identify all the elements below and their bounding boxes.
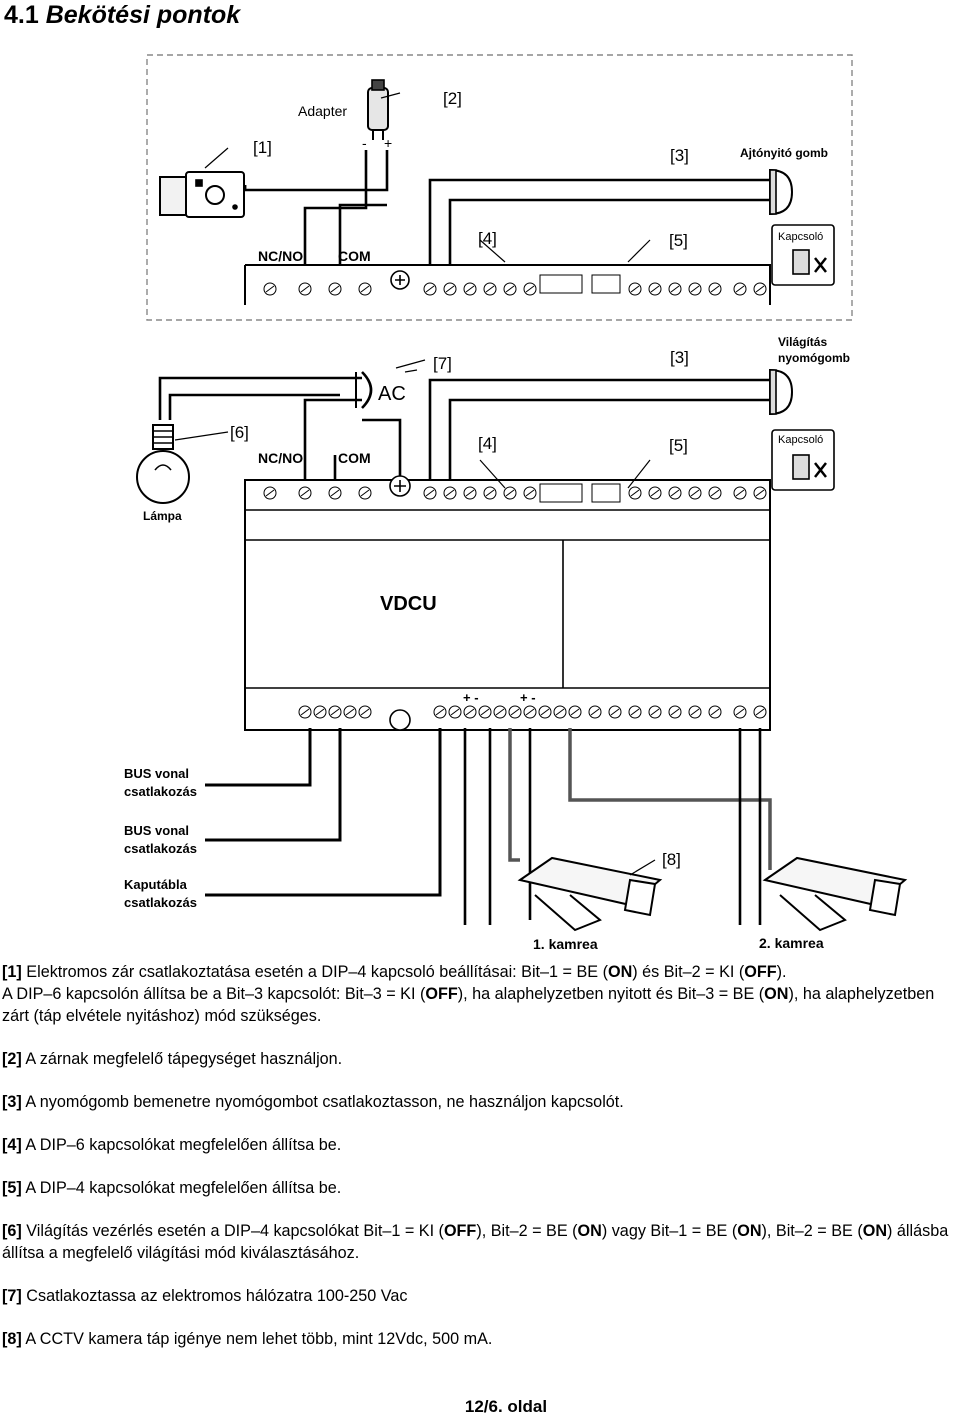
- note-4: [4] A DIP–6 kapcsolókat megfelelően állí…: [2, 1136, 342, 1154]
- terminal-row-bottom: [298, 705, 767, 719]
- switch-box-bottom: [771, 429, 835, 491]
- minus-label: -: [362, 135, 367, 151]
- note-7: [7] Csatlakoztassa az elektromos hálózat…: [2, 1287, 408, 1305]
- bus2-label-1: BUS vonal: [124, 823, 189, 838]
- lamp-label: Lámpa: [143, 509, 182, 523]
- section-number: 4.1: [4, 1, 39, 29]
- note-8: [8] A CCTV kamera táp igénye nem lehet t…: [2, 1330, 493, 1348]
- com-label-bottom: COM: [338, 450, 371, 466]
- door-button-icon: [769, 168, 794, 216]
- nc-no-label-top: NC/NO: [258, 248, 303, 264]
- adapter-icon: [367, 79, 389, 140]
- light-button-icon: [769, 368, 794, 416]
- ac-label: AC: [378, 383, 406, 405]
- note-3: [3] A nyomógomb bemenetre nyomógombot cs…: [2, 1093, 624, 1111]
- note-6: [6] Világítás vezérlés esetén a DIP–4 ka…: [2, 1222, 949, 1262]
- ref-2-label: [2]: [443, 89, 462, 108]
- gate-label-1: Kaputábla: [124, 877, 188, 892]
- lamp-icon: [136, 424, 190, 504]
- ref-7-label: [7]: [433, 354, 452, 373]
- vdcu-unit: [244, 475, 771, 731]
- bus1-label-1: BUS vonal: [124, 766, 189, 781]
- ref-6-label: [6]: [230, 423, 249, 442]
- vdcu-label: VDCU: [380, 593, 437, 615]
- ref-5-label-top: [5]: [669, 231, 688, 250]
- door-button-label: Ajtónyitó gomb: [740, 146, 828, 160]
- note-5: [5] A DIP–4 kapcsolókat megfelelően állí…: [2, 1179, 342, 1197]
- notes-section: [1] Elektromos zár csatlakoztatása eseté…: [2, 961, 958, 1350]
- switch-label-top: Kapcsoló: [778, 231, 823, 243]
- light-button-label-1: Világítás: [778, 335, 827, 349]
- terminal-row-top: [263, 282, 767, 296]
- ref-8-label: [8]: [662, 850, 681, 869]
- plus-minus-label-2: + -: [520, 690, 536, 705]
- plus-label: +: [384, 135, 392, 151]
- switch-box-top: [771, 224, 835, 286]
- gate-label-2: csatlakozás: [124, 895, 197, 910]
- terminal-row-middle: [263, 486, 767, 500]
- ref-3-label-bottom: [3]: [670, 348, 689, 367]
- nc-no-label-bottom: NC/NO: [258, 450, 303, 466]
- ref-5-label-bottom: [5]: [669, 436, 688, 455]
- bus2-label-2: csatlakozás: [124, 841, 197, 856]
- ref-3-label-top: [3]: [670, 146, 689, 165]
- camera-1-label: 1. kamrea: [533, 936, 598, 952]
- camera-2-label: 2. kamrea: [759, 935, 824, 951]
- dip4-switch-bottom: [591, 483, 621, 503]
- page-number: 12/6. oldal: [464, 1397, 548, 1416]
- unit-top: [244, 264, 771, 305]
- dip4-switch-top: [591, 274, 621, 294]
- ref-4-label-bottom: [4]: [478, 434, 497, 453]
- ref-4-label-top: [4]: [478, 229, 497, 248]
- ac-plug-icon: [355, 371, 373, 409]
- dip6-switch-bottom: [539, 483, 583, 503]
- plus-minus-label-1: + -: [463, 690, 479, 705]
- camera-1-icon: [517, 856, 663, 932]
- light-button-label-2: nyomógomb: [778, 351, 850, 365]
- top-boundary: [146, 54, 853, 321]
- page-footer: 12/6. oldal: [0, 1397, 960, 1417]
- adapter-label: Adapter: [298, 103, 347, 119]
- switch-label-bottom: Kapcsoló: [778, 434, 823, 446]
- dip6-switch-top: [539, 274, 583, 294]
- note-1: [1] Elektromos zár csatlakoztatása eseté…: [2, 963, 935, 1025]
- ref-1-label: [1]: [253, 138, 272, 157]
- wiring-diagram: Adapter - + [2] [1] [3] Ajtónyitó gomb […: [124, 54, 908, 952]
- door-lock-icon: [159, 171, 245, 218]
- section-heading: 4.1 Bekötési pontok: [4, 0, 240, 30]
- com-label-top: COM: [338, 248, 371, 264]
- camera-2-icon: [762, 856, 908, 932]
- bus1-label-2: csatlakozás: [124, 784, 197, 799]
- section-title: Bekötési pontok: [45, 1, 241, 29]
- note-2: [2] A zárnak megfelelő tápegységet haszn…: [2, 1050, 343, 1068]
